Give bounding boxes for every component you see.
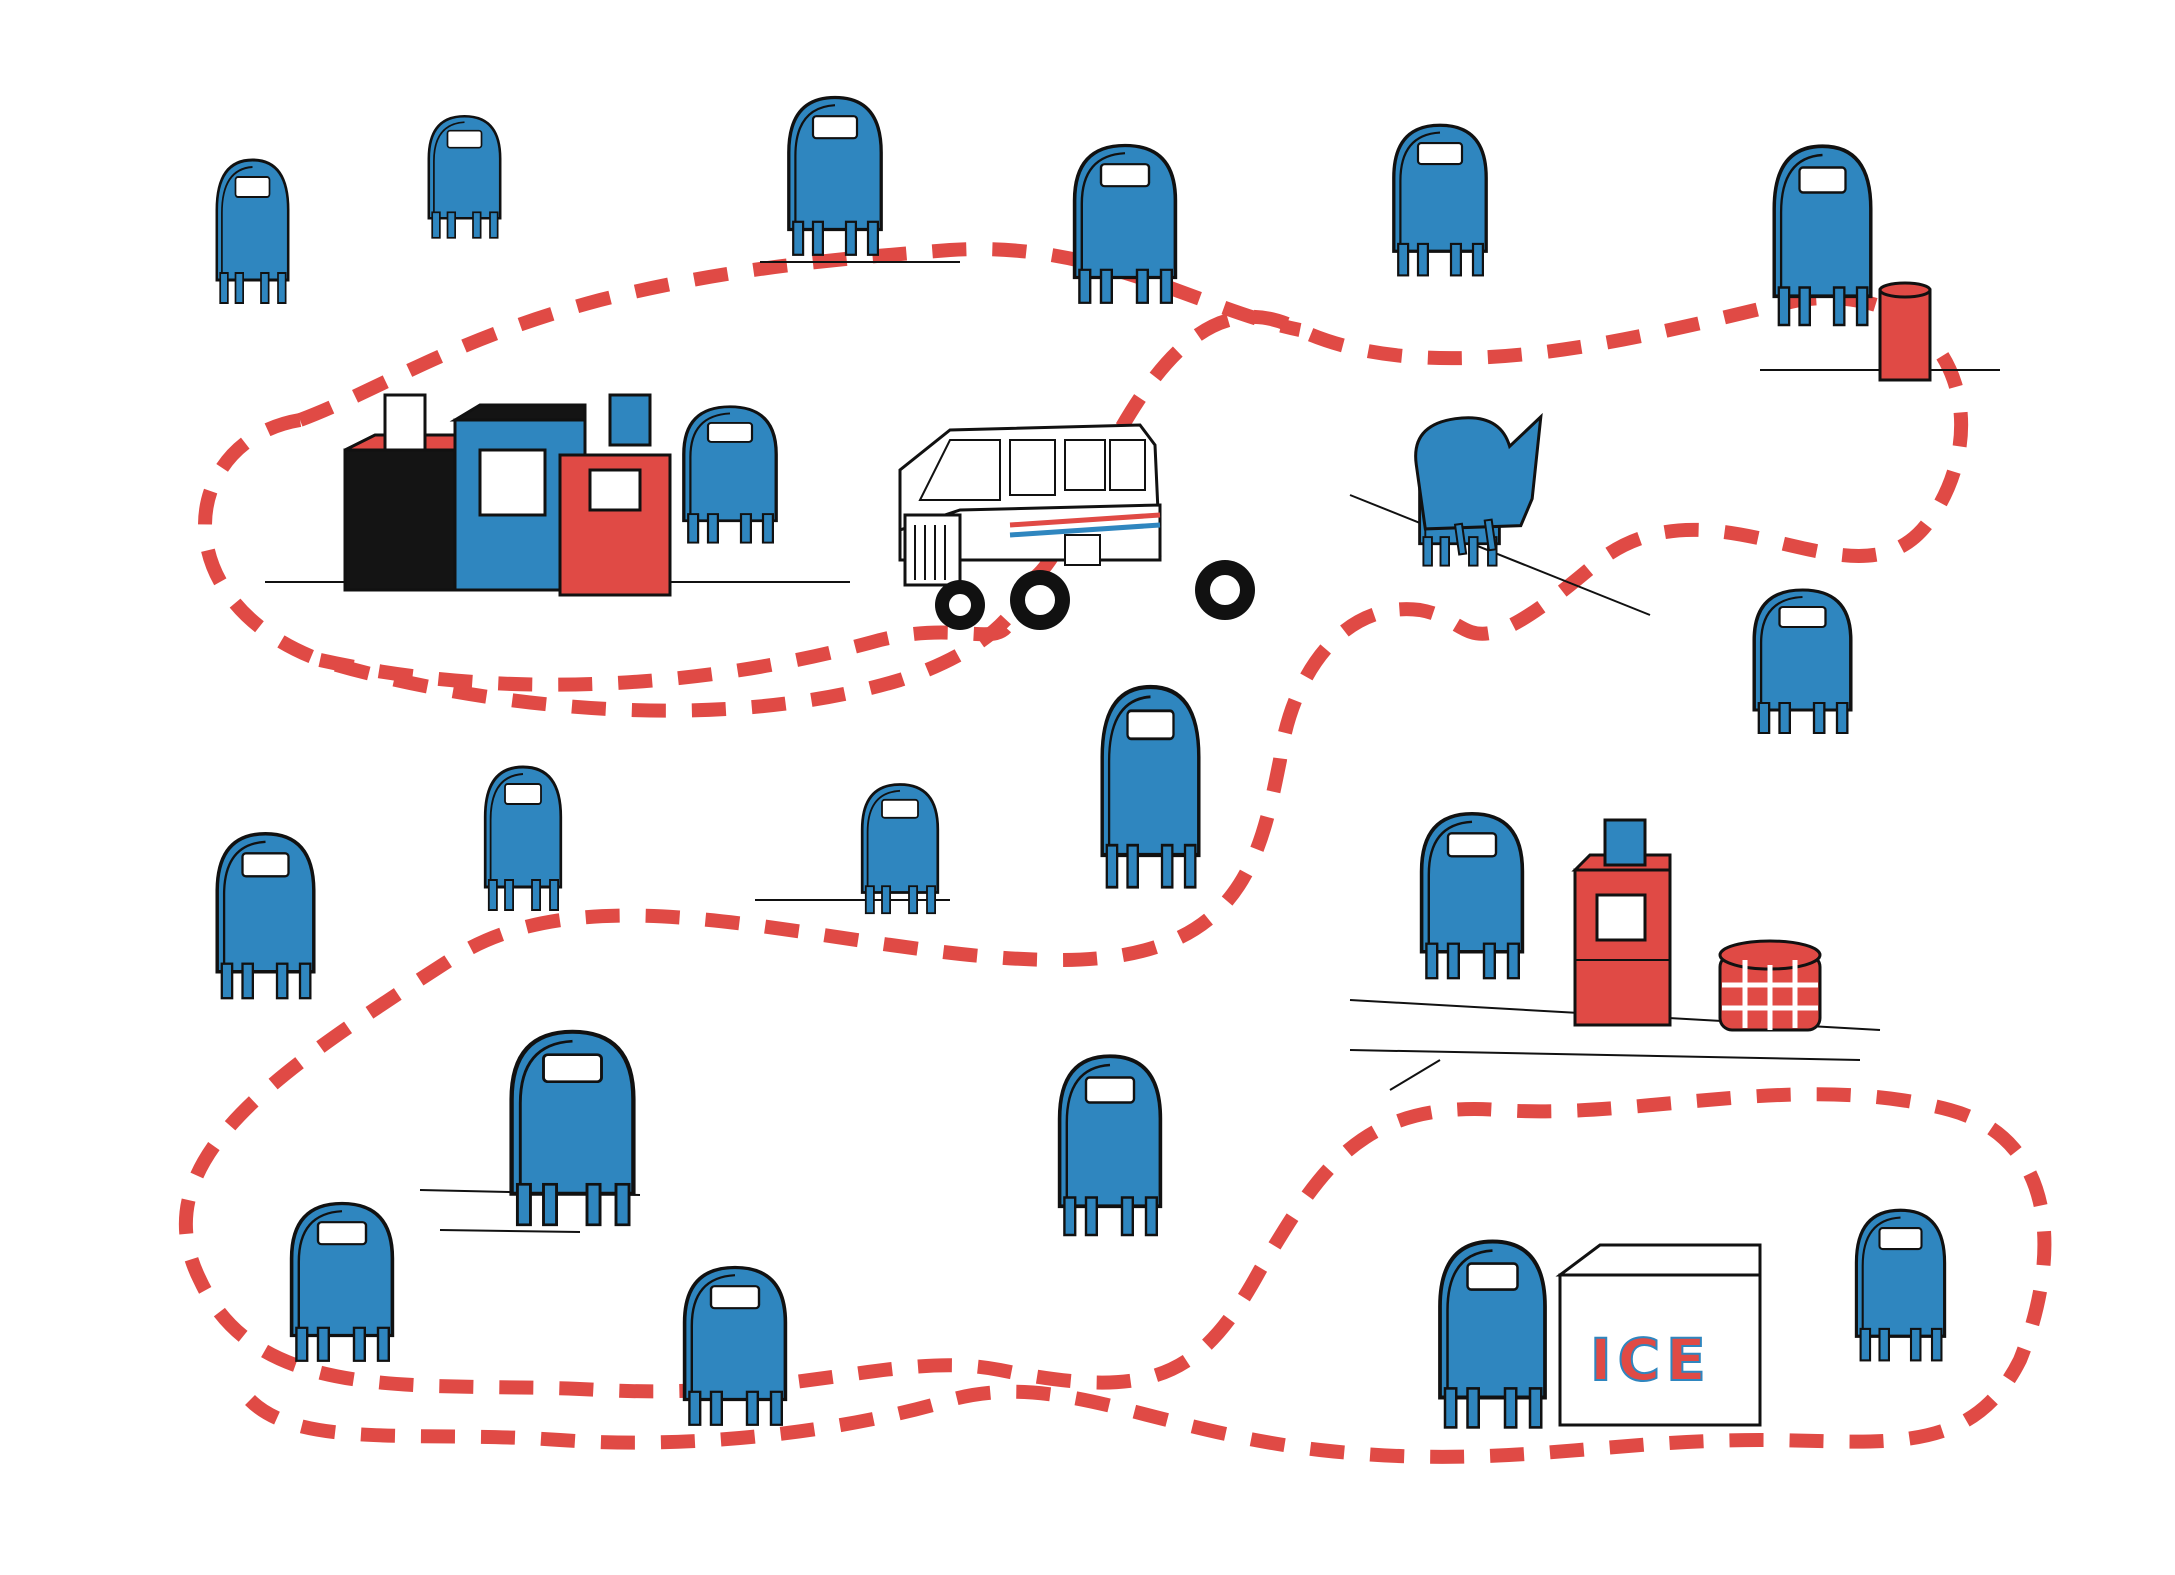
mailbox-14 xyxy=(1419,811,1525,981)
mail-jeep xyxy=(898,423,1255,630)
mailbox-5 xyxy=(1392,123,1488,278)
mailbox-15 xyxy=(512,1032,634,1225)
mailbox-tilted xyxy=(1414,412,1543,556)
newspaper-boxes-cluster xyxy=(343,393,672,597)
mailbox-13 xyxy=(1102,687,1199,887)
mailbox-3 xyxy=(787,95,883,257)
checkered-basket xyxy=(1718,939,1822,1032)
mailbox-18 xyxy=(682,1265,788,1427)
mailbox-20 xyxy=(1854,1208,1947,1362)
dashed-route xyxy=(178,242,2052,1464)
mailbox-7 xyxy=(682,405,778,545)
mailbox-17 xyxy=(289,1201,395,1363)
mailbox-10 xyxy=(215,832,316,1000)
ice-chest-label: ICE xyxy=(1590,1326,1712,1394)
mailbox-6 xyxy=(1772,144,1873,327)
mailbox-9 xyxy=(1752,588,1853,735)
ice-chest: ICE xyxy=(1555,1243,1762,1427)
newspaper-box-red xyxy=(1571,818,1672,1027)
trash-can xyxy=(1878,281,1932,382)
mailbox-19 xyxy=(1438,1239,1547,1430)
mailbox-2 xyxy=(427,114,502,240)
mailbox-1 xyxy=(215,158,290,305)
mailbox-12 xyxy=(860,783,940,915)
mailbox-16 xyxy=(1057,1054,1163,1237)
mailbox-11 xyxy=(483,765,563,912)
